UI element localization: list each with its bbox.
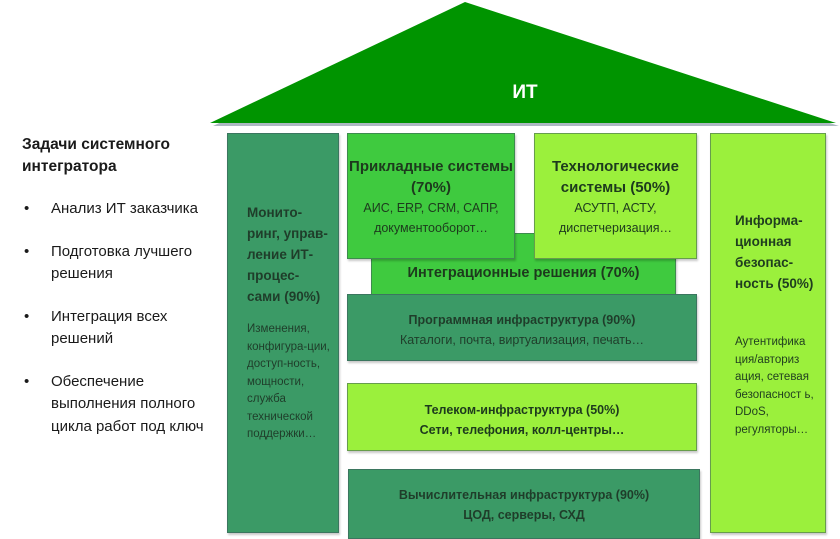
layer-compute-title: Вычислительная инфраструктура (90%) bbox=[398, 488, 650, 502]
layer-software-description: Каталоги, почта, виртуализация, печать… bbox=[399, 333, 645, 347]
layer-applied-systems: Прикладные системы (70%) АИС, ERP, CRM, … bbox=[347, 133, 515, 259]
pillar-monitoring-description: Изменения, конфигура-ции, доступ-ность, … bbox=[247, 323, 330, 440]
layer-tech-title: Технологические системы (50%) bbox=[552, 158, 679, 196]
task-item: Анализ ИТ заказчика bbox=[22, 198, 227, 221]
layer-applied-description: АИС, ERP, CRM, САПР, документооборот… bbox=[363, 201, 499, 235]
layer-telecom-description: Сети, телефония, колл-центры… bbox=[419, 423, 625, 437]
pillar-monitoring: Монито-ринг, управ-ление ИТ-процес-сами … bbox=[227, 133, 339, 533]
integrator-tasks-title: Задачи системного интегратора bbox=[22, 136, 171, 175]
layer-software-infrastructure: Программная инфраструктура (90%) Каталог… bbox=[347, 294, 697, 361]
task-label: Обеспечение выполнения полного цикла раб… bbox=[51, 372, 204, 435]
layer-tech-description: АСУТП, АСТУ, диспетчеризация… bbox=[558, 201, 673, 235]
pillar-security: Информа-ционная безопас-ность (50%) Ауте… bbox=[710, 133, 826, 533]
integrator-tasks-panel: Задачи системного интегратора Анализ ИТ … bbox=[22, 134, 227, 458]
task-label: Анализ ИТ заказчика bbox=[51, 200, 199, 217]
task-item: Обеспечение выполнения полного цикла раб… bbox=[22, 371, 227, 439]
roof-label: ИТ bbox=[512, 82, 538, 103]
layer-compute-infrastructure: Вычислительная инфраструктура (90%) ЦОД,… bbox=[348, 469, 700, 539]
pillar-monitoring-title: Монито-ринг, управ-ление ИТ-процес-сами … bbox=[247, 205, 328, 304]
task-item: Подготовка лучшего решения bbox=[22, 241, 227, 286]
layer-integration-title: Интеграционные решения (70%) bbox=[407, 265, 640, 281]
layer-compute-description: ЦОД, серверы, СХД bbox=[463, 508, 585, 522]
integrator-tasks-list: Анализ ИТ заказчика Подготовка лучшего р… bbox=[22, 198, 227, 438]
layer-software-title: Программная инфраструктура (90%) bbox=[408, 313, 636, 327]
roof-triangle bbox=[210, 2, 839, 126]
task-label: Подготовка лучшего решения bbox=[51, 242, 193, 283]
layer-applied-title: Прикладные системы (70%) bbox=[349, 158, 513, 196]
layer-telecom-title: Телеком-инфраструктура (50%) bbox=[424, 403, 620, 417]
layer-telecom-infrastructure: Телеком-инфраструктура (50%) Сети, телеф… bbox=[347, 383, 697, 451]
pillar-security-title: Информа-ционная безопас-ность (50%) bbox=[735, 213, 814, 291]
task-label: Интеграция всех решений bbox=[51, 307, 168, 348]
task-item: Интеграция всех решений bbox=[22, 306, 227, 351]
layer-tech-systems: Технологические системы (50%) АСУТП, АСТ… bbox=[534, 133, 697, 259]
pillar-security-description: Аутентифика ция/авториз ация, сетевая бе… bbox=[735, 336, 814, 436]
